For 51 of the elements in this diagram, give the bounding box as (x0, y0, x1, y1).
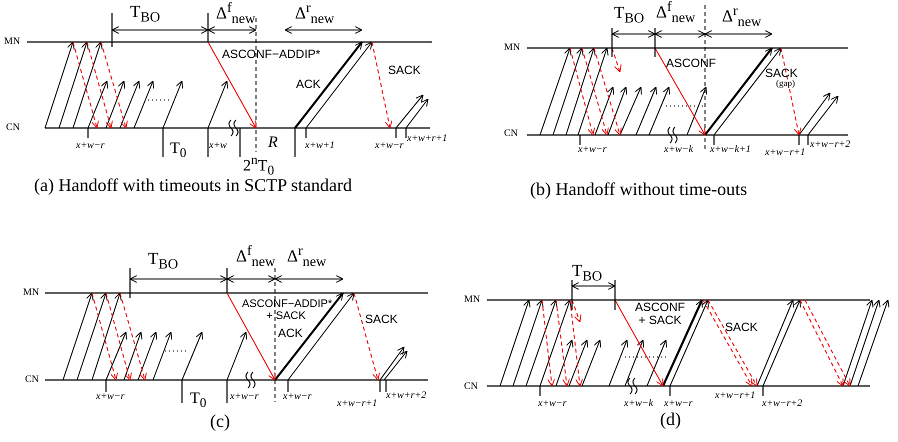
sequence-number: x+w−r (230, 391, 258, 402)
time-label: T$_{0}$ (190, 390, 206, 411)
sequence-number: x+w−r+2 (762, 398, 802, 409)
sequence-number: x+w−r (375, 140, 404, 151)
time-label: T$_{BO}$ (572, 262, 602, 285)
sequence-number: x+w−r+2 (810, 139, 850, 150)
message-label: ACK (278, 327, 303, 340)
message-label: SACK (765, 67, 798, 80)
time-label: T$_{BO}$ (130, 3, 160, 26)
message-label: ASCONF (666, 57, 716, 70)
line-label: MN (23, 287, 40, 298)
message-label: SACK (388, 64, 421, 78)
sequence-number: x+w−r (96, 391, 124, 402)
time-label: T$_{BO}$ (148, 250, 178, 273)
time-label: T$_{0}$ (170, 140, 186, 161)
sequence-number: x+w−r (578, 144, 606, 155)
message-label: SACK (725, 321, 758, 334)
sequence-number: x+w−r+1 (337, 398, 378, 409)
sequence-number: x+w−r+1 (715, 390, 756, 401)
sequence-number: x+w−k (624, 398, 654, 409)
line-label: CN (6, 122, 20, 133)
line-label: MN (504, 42, 520, 53)
message-label: (gap) (776, 79, 795, 89)
line-label: MN (4, 36, 20, 47)
time-label: T$_{BO}$ (614, 4, 644, 27)
sequence-number: x+w−r (283, 391, 312, 402)
sequence-number: x+w (209, 140, 227, 151)
message-label: SACK (365, 313, 398, 326)
message-label: ASCONF−ADDIP* (222, 48, 320, 62)
message-label: ASCONF−ADDIP* + SACK (242, 298, 330, 322)
sequence-number: x+w+1 (305, 140, 335, 151)
subfigure-caption: (a) Handoff with timeouts in SCTP standard (34, 176, 353, 196)
line-label: CN (504, 128, 518, 139)
line-label: MN (464, 294, 480, 305)
sequence-number: x+w−k (664, 144, 694, 155)
time-label: 2$^{n}$T$_{0}$ (243, 153, 274, 178)
message-label: ACK (296, 78, 321, 92)
subfigure-caption: (b) Handoff without time-outs (530, 180, 748, 200)
line-label: CN (25, 374, 39, 385)
sequence-number: x+w+r+2 (386, 390, 426, 401)
sequence-number: x+w−k+1 (710, 144, 751, 155)
line-label: CN (464, 381, 478, 392)
subfigure-caption: (d) (660, 410, 681, 430)
sequence-number: x+w−r (538, 398, 566, 409)
sequence-number: x+w−r+1 (765, 147, 806, 158)
sequence-number: x+w+r+1 (407, 133, 448, 144)
subfigure-caption: (c) (210, 412, 230, 432)
time-label: R (268, 134, 278, 152)
message-label: ASCONF + SACK (634, 301, 686, 328)
sequence-number: x+w−r (76, 140, 104, 151)
sequence-number: x+w−r (664, 398, 692, 409)
